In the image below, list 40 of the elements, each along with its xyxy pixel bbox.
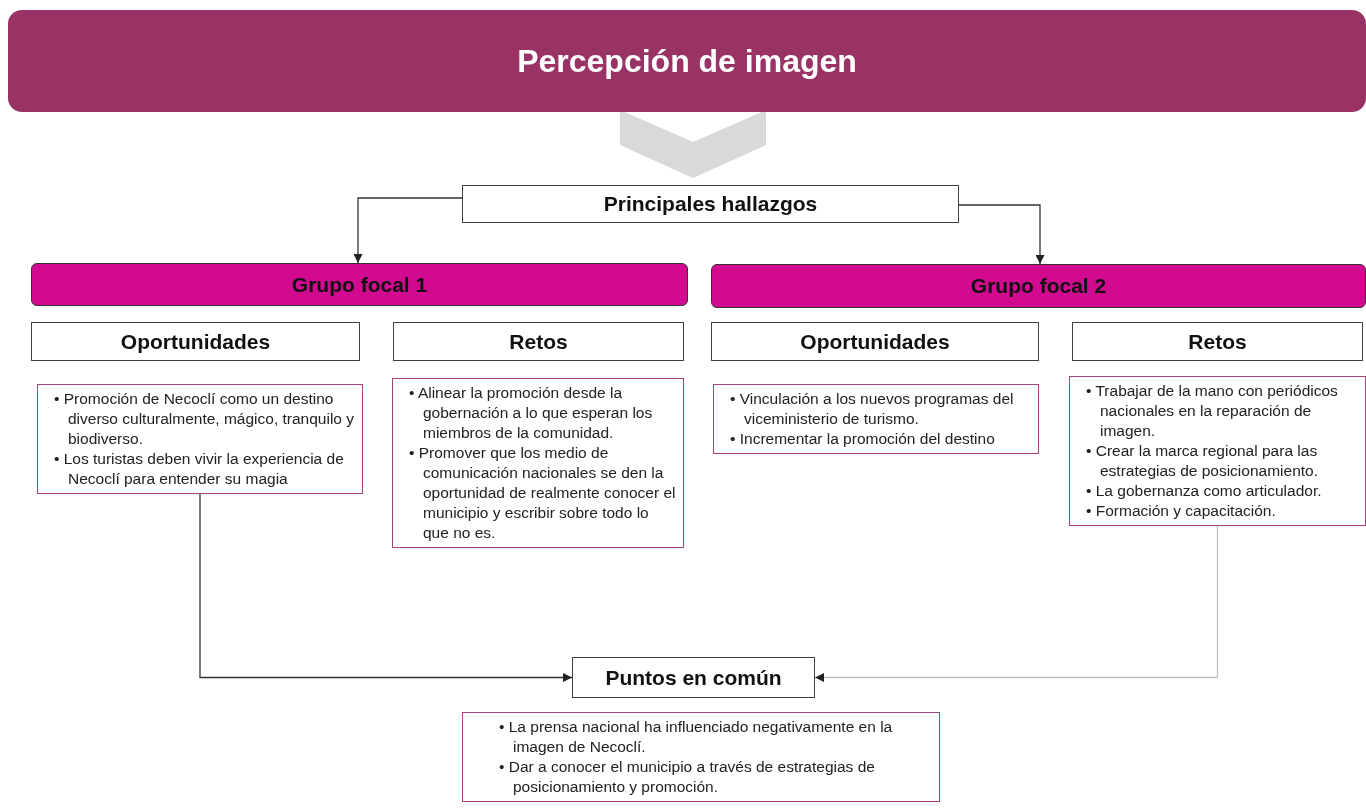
bullet-list-box [392, 378, 684, 548]
bullet-item: • Dar a conocer el municipio a través de estrategias de posicionamiento y promoción. [499, 757, 876, 797]
bullet-item: • Vinculación a los nuevos programas del viceministerio de turismo. [730, 389, 1015, 429]
bullet-item: • Crear la marca regional para las estrategias de posicionamiento. [1086, 441, 1319, 481]
heading: Oportunidades [120, 329, 271, 354]
column-header [711, 322, 1039, 361]
arrow [353, 197, 463, 264]
arrow [958, 204, 1045, 265]
bullet-item: • Promoción de Necoclí como un destino diverso culturalmente, mágico, tranquilo y biodiverso. [54, 389, 356, 449]
bullet-list-box [1069, 376, 1366, 526]
common-points-box [572, 657, 815, 698]
arrow [814, 525, 1219, 682]
bullet-list-box [462, 712, 940, 802]
findings-box [462, 185, 959, 223]
bullet-item: • Incrementar la promoción del destino [730, 429, 996, 449]
arrow [199, 493, 573, 682]
heading: Retos [509, 329, 568, 354]
title-banner [8, 10, 1366, 112]
column-header [1072, 322, 1363, 361]
bullet-list-box [37, 384, 363, 494]
bullet-item: • Trabajar de la mano con periódicos nacionales en la reparación de imagen. [1086, 381, 1339, 441]
bullet-item: • Los turistas deben vivir la experiencia de Necoclí para entender su magia [54, 449, 345, 489]
column-header [31, 322, 360, 361]
bullet-item: • La prensa nacional ha influenciado negativamente en la imagen de Necoclí. [499, 717, 894, 757]
bullet-item: • Alinear la promoción desde la gobernación a lo que esperan los miembros de la comunidad. [409, 383, 654, 443]
heading: Principales hallazgos [603, 192, 818, 216]
heading: Grupo focal 1 [291, 272, 428, 297]
bullet-item: • Promover que los medio de comunicación nacionales se den la oportunidad de realmente conocer el municipio y escribir sobre todo lo que no es. [409, 443, 677, 543]
group-header [711, 264, 1366, 308]
heading: Grupo focal 2 [970, 274, 1107, 298]
bullet-item: • La gobernanza como articulador. [1086, 481, 1323, 501]
title: Percepción de imagen [517, 42, 857, 80]
bullet-item: • Formación y capacitación. [1086, 501, 1277, 521]
heading: Puntos en común [605, 665, 782, 690]
chevron-arrow [620, 110, 766, 178]
heading: Retos [1188, 329, 1247, 354]
heading: Oportunidades [800, 329, 950, 354]
group-header [31, 263, 688, 306]
column-header [393, 322, 684, 361]
bullet-list-box [713, 384, 1039, 454]
